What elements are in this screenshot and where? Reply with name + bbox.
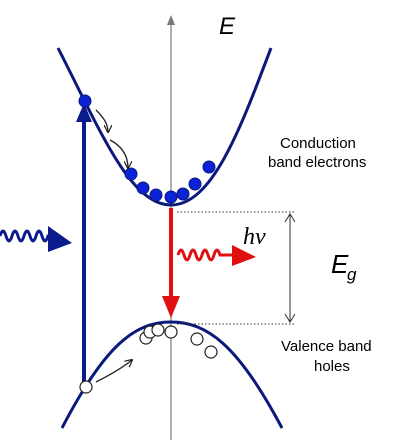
hole [164, 325, 178, 339]
electron [149, 188, 163, 202]
hole [190, 332, 204, 346]
electron [164, 190, 178, 204]
photon-energy-label: hν [243, 224, 266, 250]
electron [176, 187, 190, 201]
hole [204, 345, 218, 359]
conduction-label-line2: band electrons [268, 154, 366, 171]
svg-text:g: g [347, 265, 357, 284]
curved-arrow-icon [95, 360, 132, 383]
curved-arrow-icon [95, 109, 108, 132]
conduction-electrons [78, 94, 216, 204]
emitted-photon [176, 245, 256, 266]
electron [124, 167, 138, 181]
svg-text:E: E [331, 249, 349, 279]
incoming-photon [0, 226, 72, 252]
valence-label-line1: Valence band [281, 338, 372, 355]
electron [136, 181, 150, 195]
pump-arrow-head [76, 103, 92, 122]
band-gap-label: E g [331, 249, 357, 284]
electron [202, 160, 216, 174]
conduction-label-line1: Conduction [280, 135, 356, 152]
valence-label-line2: holes [314, 358, 350, 375]
curved-arrow-icon [109, 139, 128, 168]
emission-arrow-head [162, 296, 180, 318]
conduction-band-curve [56, 47, 273, 207]
wavy-arrow-icon [0, 229, 52, 243]
valence-holes [79, 323, 218, 394]
wavy-arrow-icon [176, 248, 236, 262]
valence-band-curve [60, 320, 284, 429]
electron [188, 177, 202, 191]
hole [151, 323, 165, 337]
electron [78, 94, 92, 108]
energy-axis-label: E [219, 13, 236, 40]
hole [79, 380, 93, 394]
